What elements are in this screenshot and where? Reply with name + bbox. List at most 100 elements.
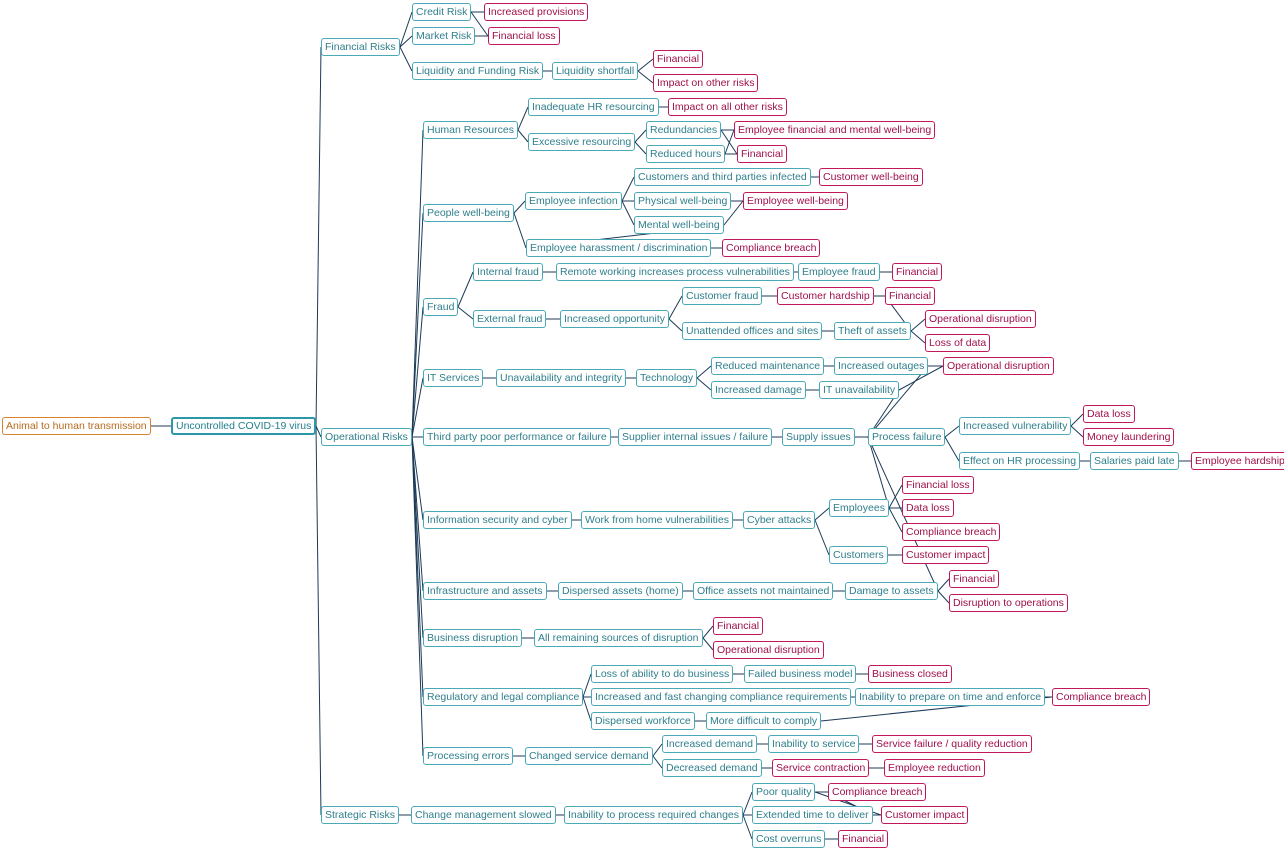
node-comp-breach2[interactable]: Compliance breach	[902, 523, 1001, 541]
node-liq[interactable]: Liquidity and Funding Risk	[412, 62, 544, 80]
node-emp-fraud[interactable]: Employee fraud	[798, 263, 880, 281]
node-bus-closed[interactable]: Business closed	[868, 665, 952, 683]
node-loss-ability[interactable]: Loss of ability to do business	[591, 665, 734, 683]
node-data-loss2[interactable]: Data loss	[902, 499, 954, 517]
node-comp-breach3[interactable]: Compliance breach	[1052, 688, 1151, 706]
node-covid[interactable]: Uncontrolled COVID-19 virus	[171, 417, 317, 435]
node-cust-tp-inf[interactable]: Customers and third parties infected	[634, 168, 811, 186]
node-fin-risks[interactable]: Financial Risks	[321, 38, 400, 56]
node-cust-impact1[interactable]: Customer impact	[902, 546, 990, 564]
node-unavail[interactable]: Unavailability and integrity	[496, 369, 626, 387]
node-third-party[interactable]: Third party poor performance or failure	[423, 428, 611, 446]
node-liq-short[interactable]: Liquidity shortfall	[552, 62, 639, 80]
node-technology[interactable]: Technology	[636, 369, 698, 387]
node-serv-contr[interactable]: Service contraction	[772, 759, 870, 777]
node-cust-wb[interactable]: Customer well-being	[819, 168, 923, 186]
node-inadeq-hr[interactable]: Inadequate HR resourcing	[528, 98, 659, 116]
node-cust-hardship[interactable]: Customer hardship	[777, 287, 874, 305]
node-dec-demand[interactable]: Decreased demand	[662, 759, 762, 777]
node-financial1[interactable]: Financial	[653, 50, 704, 68]
node-theft[interactable]: Theft of assets	[834, 322, 911, 340]
node-op-disr2[interactable]: Operational disruption	[943, 357, 1054, 375]
node-changed-demand[interactable]: Changed service demand	[525, 747, 653, 765]
node-wfh-vuln[interactable]: Work from home vulnerabilities	[581, 511, 733, 529]
node-cyber[interactable]: Cyber attacks	[743, 511, 816, 529]
node-emp-inf[interactable]: Employee infection	[525, 192, 622, 210]
node-ext-time[interactable]: Extended time to deliver	[752, 806, 873, 824]
node-cust-impact2[interactable]: Customer impact	[881, 806, 969, 824]
node-mental-wb[interactable]: Mental well-being	[634, 216, 724, 234]
node-infosec[interactable]: Information security and cyber	[423, 511, 572, 529]
node-fraud[interactable]: Fraud	[423, 298, 459, 316]
node-bus-disr[interactable]: Business disruption	[423, 629, 523, 647]
node-emp-reduction[interactable]: Employee reduction	[884, 759, 985, 777]
node-emp-wb[interactable]: Employee well-being	[743, 192, 848, 210]
node-more-difficult[interactable]: More difficult to comply	[706, 712, 822, 730]
node-eff-hr[interactable]: Effect on HR processing	[959, 452, 1081, 470]
node-it-unavail[interactable]: IT unavailability	[819, 381, 900, 399]
node-employees[interactable]: Employees	[829, 499, 889, 517]
node-disp-workforce[interactable]: Dispersed workforce	[591, 712, 695, 730]
node-customers[interactable]: Customers	[829, 546, 888, 564]
node-inc-prov[interactable]: Increased provisions	[484, 3, 589, 21]
node-excess-res[interactable]: Excessive resourcing	[528, 133, 636, 151]
node-inc-vuln[interactable]: Increased vulnerability	[959, 417, 1072, 435]
node-emp-harass[interactable]: Employee harassment / discrimination	[526, 239, 712, 257]
node-impact-other[interactable]: Impact on other risks	[653, 74, 759, 92]
node-red-maint[interactable]: Reduced maintenance	[711, 357, 825, 375]
node-emp-hardship[interactable]: Employee hardship	[1191, 452, 1284, 470]
node-proc-fail[interactable]: Process failure	[868, 428, 946, 446]
node-fin-loss2[interactable]: Financial loss	[902, 476, 974, 494]
node-unatt-off[interactable]: Unattended offices and sites	[682, 322, 823, 340]
node-salaries-late[interactable]: Salaries paid late	[1090, 452, 1179, 470]
node-impact-all[interactable]: Impact on all other risks	[668, 98, 787, 116]
node-financial6[interactable]: Financial	[713, 617, 764, 635]
node-financial2[interactable]: Financial	[737, 145, 788, 163]
node-cust-fraud[interactable]: Customer fraud	[682, 287, 763, 305]
node-loss-data[interactable]: Loss of data	[925, 334, 991, 352]
node-int-fraud[interactable]: Internal fraud	[473, 263, 543, 281]
node-redund[interactable]: Redundancies	[646, 121, 722, 139]
node-it-serv[interactable]: IT Services	[423, 369, 484, 387]
node-disr-ops[interactable]: Disruption to operations	[949, 594, 1068, 612]
node-financial3[interactable]: Financial	[892, 263, 943, 281]
node-financial5[interactable]: Financial	[949, 570, 1000, 588]
node-money-laund[interactable]: Money laundering	[1083, 428, 1175, 446]
node-disp-assets[interactable]: Dispersed assets (home)	[558, 582, 683, 600]
node-remote-vuln[interactable]: Remote working increases process vulnera…	[556, 263, 794, 281]
node-inability-prep[interactable]: Inability to prepare on time and enforce	[855, 688, 1046, 706]
node-market[interactable]: Market Risk	[412, 27, 476, 45]
node-data-loss1[interactable]: Data loss	[1083, 405, 1135, 423]
node-reg-legal[interactable]: Regulatory and legal compliance	[423, 688, 584, 706]
node-change-mgmt[interactable]: Change management slowed	[411, 806, 556, 824]
node-cost-overruns[interactable]: Cost overruns	[752, 830, 826, 848]
node-root[interactable]: Animal to human transmission	[2, 417, 151, 435]
node-damage-assets[interactable]: Damage to assets	[845, 582, 938, 600]
node-failed-model[interactable]: Failed business model	[744, 665, 857, 683]
node-proc-errors[interactable]: Processing errors	[423, 747, 514, 765]
node-comp-breach1[interactable]: Compliance breach	[722, 239, 821, 257]
node-strat-risks[interactable]: Strategic Risks	[321, 806, 400, 824]
node-supp-internal[interactable]: Supplier internal issues / failure	[618, 428, 772, 446]
node-inc-opp[interactable]: Increased opportunity	[560, 310, 669, 328]
node-inability-serv[interactable]: Inability to service	[768, 735, 860, 753]
node-infra[interactable]: Infrastructure and assets	[423, 582, 547, 600]
node-op-risks[interactable]: Operational Risks	[321, 428, 412, 446]
node-emp-fin-mental[interactable]: Employee financial and mental well-being	[734, 121, 936, 139]
node-people-wb[interactable]: People well-being	[423, 204, 514, 222]
node-op-disr1[interactable]: Operational disruption	[925, 310, 1036, 328]
node-ext-fraud[interactable]: External fraud	[473, 310, 547, 328]
node-inc-demand[interactable]: Increased demand	[662, 735, 757, 753]
node-comp-breach4[interactable]: Compliance breach	[828, 783, 927, 801]
node-financial7[interactable]: Financial	[838, 830, 889, 848]
node-serv-fail[interactable]: Service failure / quality reduction	[872, 735, 1032, 753]
node-inc-fast[interactable]: Increased and fast changing compliance r…	[591, 688, 852, 706]
node-all-remaining[interactable]: All remaining sources of disruption	[534, 629, 703, 647]
node-reduced-hours[interactable]: Reduced hours	[646, 145, 726, 163]
node-financial4[interactable]: Financial	[885, 287, 936, 305]
node-fin-loss1[interactable]: Financial loss	[488, 27, 560, 45]
node-inc-damage[interactable]: Increased damage	[711, 381, 806, 399]
node-supply-issues[interactable]: Supply issues	[782, 428, 855, 446]
node-office-assets[interactable]: Office assets not maintained	[693, 582, 834, 600]
node-phys-wb[interactable]: Physical well-being	[634, 192, 732, 210]
